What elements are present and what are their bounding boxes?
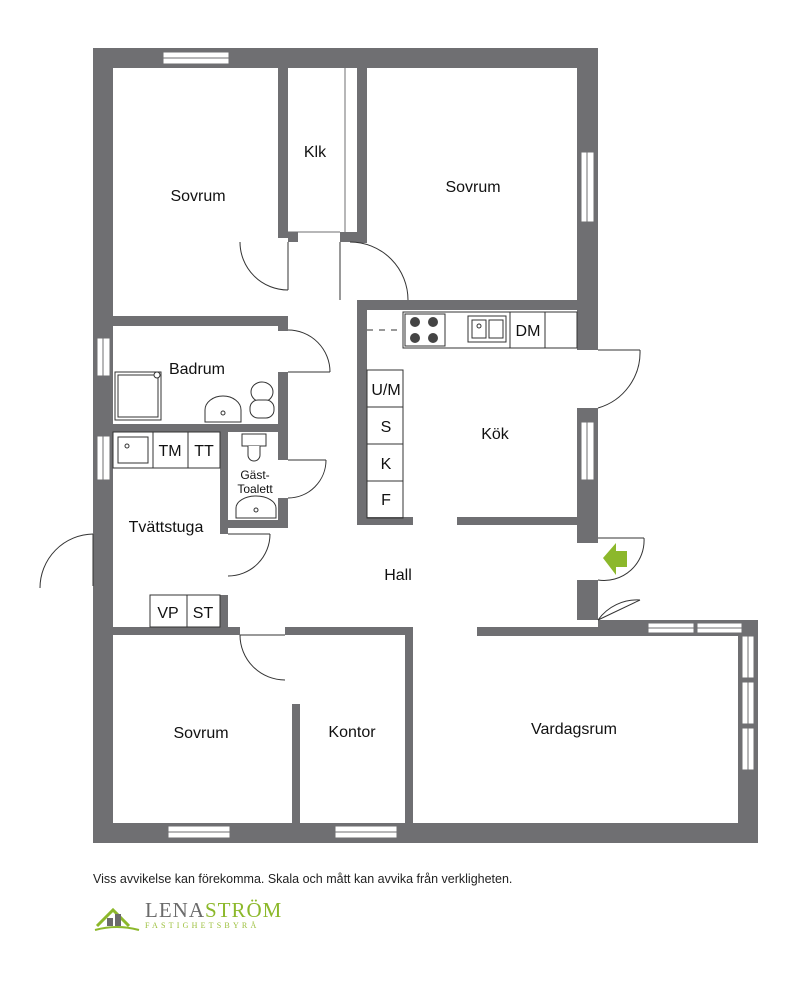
label-klk: Klk — [304, 144, 327, 161]
label-tvattstuga: Tvättstuga — [129, 519, 204, 536]
floor-plan: Sovrum Klk Sovrum Badrum Kök Gäst- Toale… — [39, 48, 758, 843]
kitchen-sink-icon — [467, 315, 507, 343]
room-labels: Sovrum Klk Sovrum Badrum Kök Gäst- Toale… — [129, 144, 617, 742]
label-um: U/M — [371, 382, 400, 399]
label-st: ST — [193, 605, 214, 622]
washbasin-icon — [204, 395, 242, 423]
brand-logo: LENASTRÖM FASTIGHETSBYRÅ — [93, 896, 293, 936]
label-hall: Hall — [384, 567, 412, 584]
label-sovrum-bottom: Sovrum — [173, 725, 228, 742]
laundry-fixtures — [112, 431, 221, 628]
label-k: K — [381, 456, 392, 473]
doors — [39, 241, 645, 681]
label-sovrum-top-left: Sovrum — [170, 188, 225, 205]
entrance-arrow-icon — [603, 543, 627, 575]
label-badrum: Badrum — [169, 361, 225, 378]
label-kontor: Kontor — [328, 724, 376, 741]
brand-subtitle: FASTIGHETSBYRÅ — [145, 921, 260, 930]
label-kok: Kök — [481, 426, 510, 443]
label-vardagsrum: Vardagsrum — [531, 721, 617, 738]
fixture-labels: DM U/M S K F TM TT VP ST — [157, 323, 540, 622]
label-vp: VP — [157, 605, 178, 622]
disclaimer-text: Viss avvikelse kan förekomma. Skala och … — [93, 872, 513, 886]
house-logo-icon — [94, 907, 140, 931]
label-gast: Gäst- — [240, 468, 269, 482]
label-tm: TM — [158, 443, 181, 460]
label-f: F — [381, 492, 391, 509]
stove-icon — [404, 313, 446, 347]
label-tt: TT — [194, 443, 214, 460]
brand-name-part1: LENA — [145, 898, 205, 922]
kitchen-counter — [366, 311, 578, 519]
shower-icon — [114, 371, 162, 421]
brand-name: LENASTRÖM — [145, 898, 282, 923]
toilet-icon — [249, 381, 275, 419]
label-s: S — [381, 419, 392, 436]
label-toalett: Toalett — [237, 482, 273, 496]
guest-toilet-icon — [241, 433, 267, 462]
brand-name-part2: STRÖM — [205, 898, 283, 922]
label-dm: DM — [516, 323, 541, 340]
guest-basin-icon — [235, 495, 277, 519]
label-sovrum-top-right: Sovrum — [445, 179, 500, 196]
